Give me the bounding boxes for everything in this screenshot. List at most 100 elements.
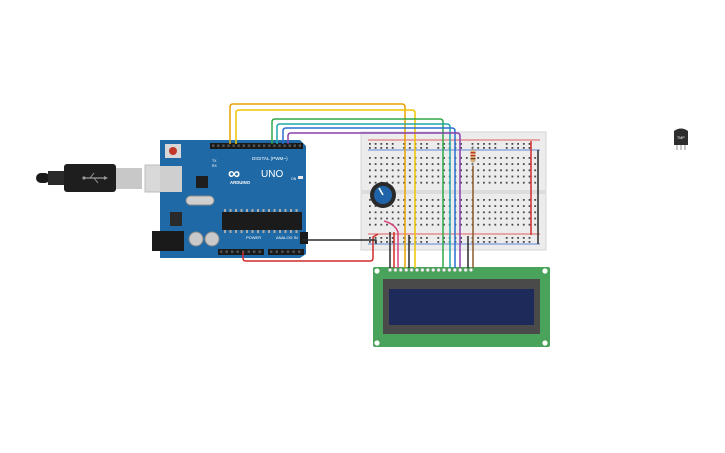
rail-hole <box>369 143 371 145</box>
analog-header[interactable] <box>268 249 304 255</box>
hole <box>460 223 462 226</box>
wire-blue <box>282 127 456 268</box>
hole <box>420 181 423 184</box>
digital-pin <box>298 144 302 147</box>
hole <box>465 163 468 165</box>
hole <box>465 169 468 172</box>
hole <box>431 169 434 172</box>
hole <box>488 217 491 220</box>
power-jack[interactable] <box>152 231 184 251</box>
usb-cable-end <box>36 173 50 183</box>
atmega-chip <box>222 212 302 230</box>
hole <box>374 175 377 178</box>
rail-hole <box>369 241 371 243</box>
hole <box>460 211 462 214</box>
hole <box>437 199 440 201</box>
rail-hole <box>471 147 474 149</box>
hole <box>426 175 428 178</box>
on-led <box>298 176 303 179</box>
hole <box>528 217 531 220</box>
hole <box>494 211 497 214</box>
hole <box>534 181 537 184</box>
mcu-pin <box>235 209 237 212</box>
hole <box>403 217 405 220</box>
hole <box>408 205 411 207</box>
mcu-pin <box>279 209 281 212</box>
hole <box>380 169 383 172</box>
hole <box>420 169 423 172</box>
lcd-mount-hole-br <box>542 340 548 346</box>
hole <box>517 217 519 220</box>
mcu-pin <box>273 230 276 233</box>
hole <box>505 163 508 165</box>
potentiometer[interactable] <box>370 182 396 208</box>
lcd-pin <box>458 268 463 272</box>
digital-pin <box>273 144 276 147</box>
hole <box>391 175 394 178</box>
rail-hole <box>505 143 508 145</box>
icsp-header <box>300 232 308 244</box>
hole <box>431 175 434 178</box>
hole <box>494 223 497 226</box>
usb-cable-strain <box>48 171 66 185</box>
rail-hole <box>494 147 497 149</box>
hole <box>488 211 491 214</box>
hole <box>374 157 377 159</box>
resistor[interactable] <box>470 146 476 166</box>
hole <box>522 211 525 214</box>
digital-pin <box>288 144 291 147</box>
hole <box>528 223 531 226</box>
lcd-pin <box>398 268 403 272</box>
hole <box>505 199 508 201</box>
hole <box>488 169 491 172</box>
hole <box>534 175 537 178</box>
hole <box>460 181 462 184</box>
temperature-sensor-icon[interactable]: TMP <box>674 128 688 151</box>
rail-hole <box>488 237 491 239</box>
reset-button-cap[interactable] <box>169 147 177 155</box>
lcd-16x2[interactable] <box>373 267 550 347</box>
hole <box>426 211 428 214</box>
hole <box>443 181 445 184</box>
digital-pin <box>293 144 296 147</box>
rail-hole <box>522 237 525 239</box>
hole <box>386 175 388 178</box>
hole <box>408 199 411 201</box>
rail-hole <box>460 143 462 145</box>
hole <box>426 169 428 172</box>
rail-hole <box>403 143 405 145</box>
analog-pin <box>292 250 295 253</box>
lcd-mount-hole-tl <box>374 268 380 274</box>
mcu-pin <box>268 230 270 233</box>
rail-hole <box>437 147 440 149</box>
hole <box>488 163 491 165</box>
hole <box>380 175 383 178</box>
rail-hole <box>517 143 519 145</box>
usb-cable[interactable] <box>36 164 181 193</box>
rail-hole <box>528 147 531 149</box>
hole <box>483 199 485 201</box>
power-header[interactable] <box>218 249 264 255</box>
hole <box>505 175 508 178</box>
rail-hole <box>380 147 383 149</box>
hole <box>380 217 383 220</box>
rx-label: RX <box>212 164 218 168</box>
rail-hole <box>420 237 423 239</box>
wire-orange <box>229 103 406 268</box>
rail-hole <box>460 147 462 149</box>
hole <box>443 169 445 172</box>
hole <box>437 163 440 165</box>
digital-pin <box>237 144 240 147</box>
analog-pin <box>286 250 290 253</box>
mcu-pin <box>273 209 276 212</box>
hole <box>494 199 497 201</box>
hole <box>528 211 531 214</box>
digital-header[interactable] <box>210 143 303 149</box>
rail-hole <box>386 143 388 145</box>
arduino-uno-board[interactable]: DIGITAL (PWM~) TX RX ON ∞ UNO ARDUINO PO… <box>152 140 308 258</box>
rail-hole <box>511 147 514 149</box>
wires[interactable] <box>229 103 539 268</box>
hole <box>511 217 514 220</box>
rail-hole <box>386 147 388 149</box>
